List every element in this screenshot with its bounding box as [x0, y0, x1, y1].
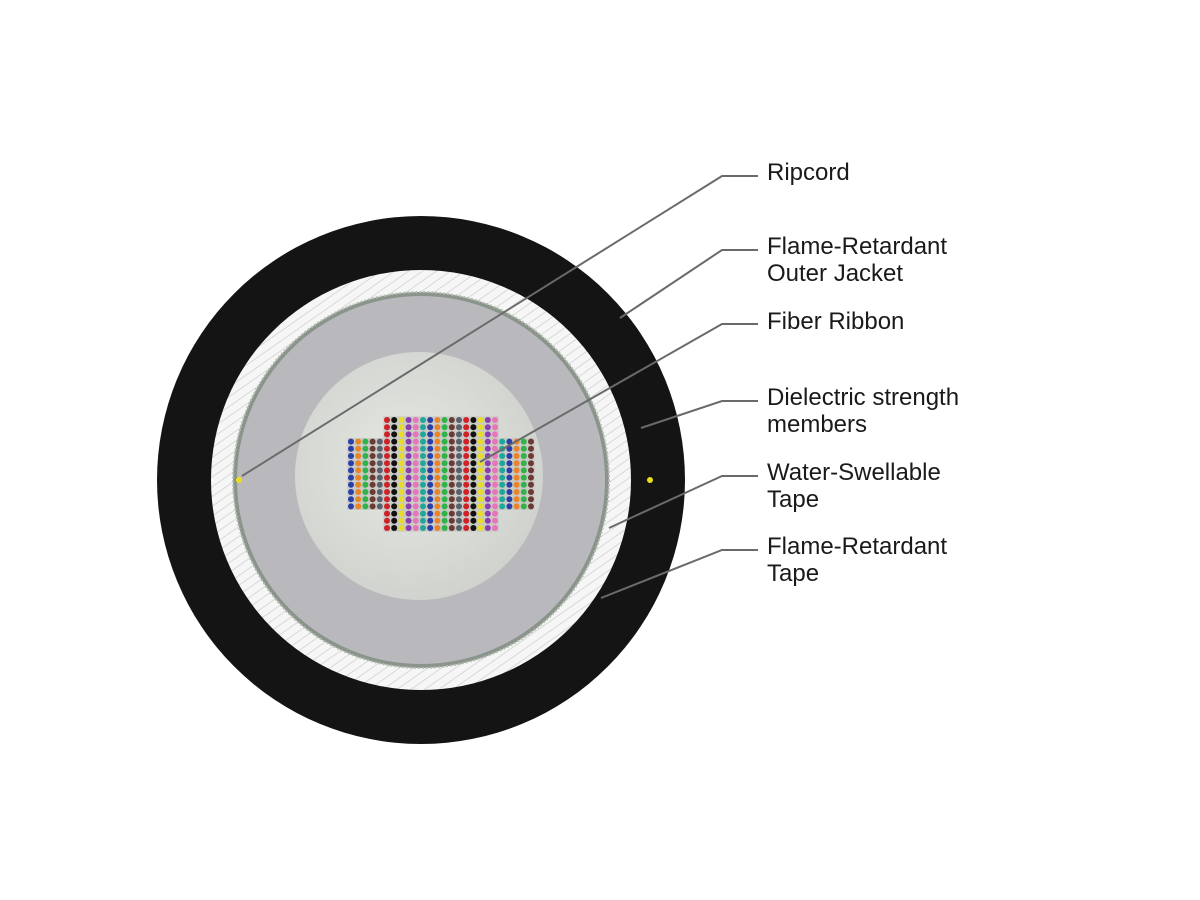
leader-line-water-swellable — [608, 475, 758, 529]
ripcord-marker-right — [647, 477, 653, 483]
label-outer-jacket: Flame-Retardant Outer Jacket — [767, 233, 947, 287]
leader-line-flame-retardant-tape — [600, 549, 758, 599]
label-fiber-ribbon: Fiber Ribbon — [767, 308, 904, 335]
label-line: Dielectric strength — [767, 384, 960, 411]
leader-line-strength-members — [640, 400, 758, 429]
label-ripcord: Ripcord — [767, 159, 850, 186]
label-strength-members: Dielectric strength members — [767, 384, 959, 438]
label-line: Tape — [767, 560, 820, 587]
label-line: Flame-Retardant — [767, 233, 948, 260]
leader-line-fiber-ribbon — [479, 323, 758, 463]
label-water-swellable-tape: Water-Swellable Tape — [767, 459, 941, 513]
label-flame-retardant-tape: Flame-Retardant Tape — [767, 533, 947, 587]
fiber-ribbon-stack — [347, 416, 535, 532]
ripcord-marker — [236, 477, 242, 483]
leader-lines — [241, 175, 758, 599]
label-line: Flame-Retardant — [767, 533, 948, 560]
label-line: Ripcord — [767, 159, 850, 186]
label-line: Outer Jacket — [767, 260, 904, 287]
label-line: members — [767, 411, 868, 438]
leader-line-outer-jacket — [619, 249, 758, 319]
label-line: Tape — [767, 486, 820, 513]
label-line: Water-Swellable — [767, 459, 941, 486]
label-line: Fiber Ribbon — [767, 308, 905, 335]
tape-texture — [232, 291, 610, 669]
leader-line-ripcord — [241, 175, 758, 477]
